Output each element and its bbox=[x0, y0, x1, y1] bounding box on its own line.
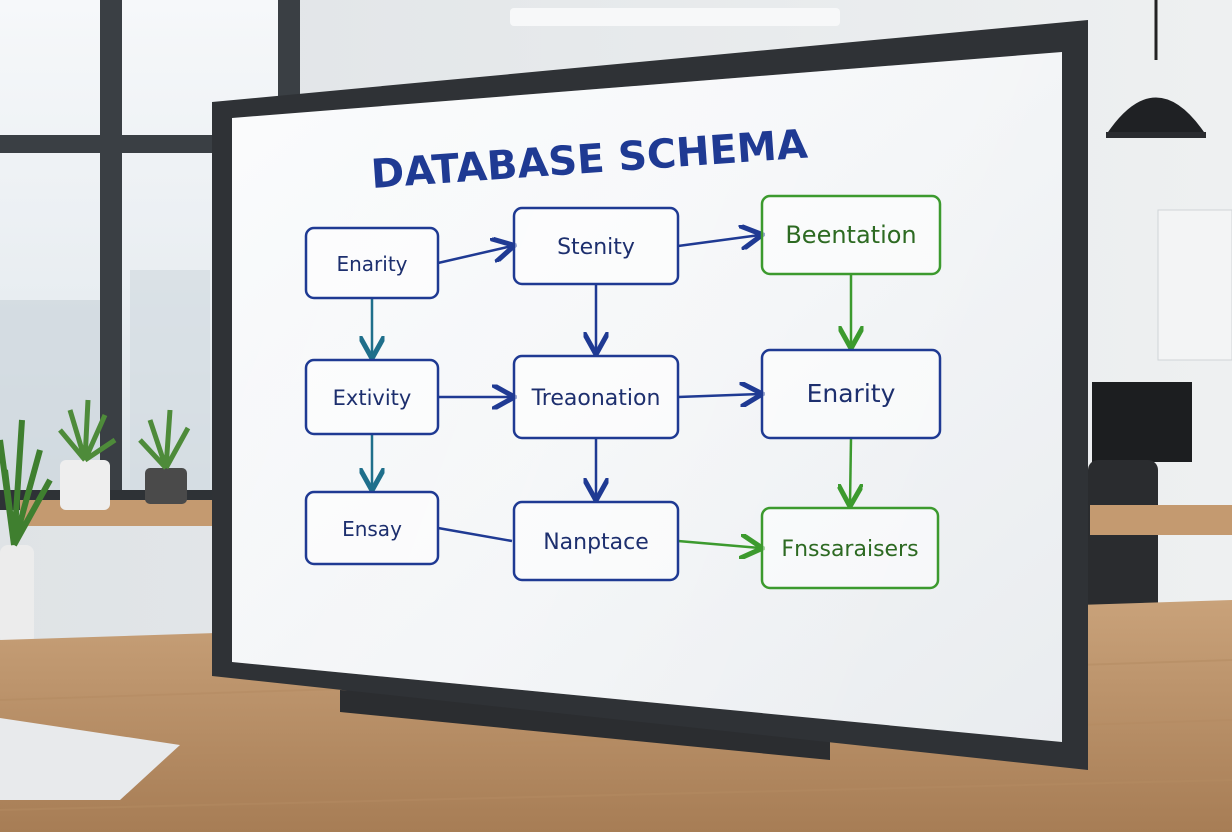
edge-n7-n8 bbox=[437, 526, 513, 543]
node-label: Nanptace bbox=[543, 530, 649, 555]
edge-n8-n9 bbox=[677, 541, 760, 548]
pendant-lamp-icon bbox=[1106, 0, 1206, 138]
node-box bbox=[304, 226, 440, 300]
plant-icon bbox=[0, 419, 53, 645]
node-label: Fnssaraisers bbox=[781, 537, 918, 562]
window-sill bbox=[20, 500, 220, 526]
schema-node-n1: Enarity bbox=[304, 226, 440, 300]
node-box bbox=[760, 348, 942, 440]
schema-node-n5: Treaonation bbox=[512, 354, 680, 440]
laptop bbox=[0, 718, 180, 800]
node-box bbox=[512, 206, 680, 286]
schema-node-n4: Extivity bbox=[304, 358, 440, 436]
edge-n6-n9 bbox=[850, 437, 851, 504]
wall-poster bbox=[1157, 209, 1232, 361]
plant-icon bbox=[58, 399, 117, 510]
background-desk bbox=[1090, 505, 1232, 535]
node-label: Stenity bbox=[557, 235, 635, 260]
node-box bbox=[512, 354, 680, 440]
node-label: Enarity bbox=[807, 379, 896, 408]
background-monitor bbox=[1092, 382, 1192, 462]
schema-node-n9: Fnssaraisers bbox=[760, 506, 940, 590]
node-box bbox=[512, 500, 680, 582]
node-label: Ensay bbox=[342, 517, 402, 541]
office-chair bbox=[1088, 460, 1158, 630]
node-label: Beentation bbox=[785, 221, 916, 249]
schema-node-n2: Stenity bbox=[512, 206, 680, 286]
plant-icon bbox=[138, 409, 191, 504]
node-label: Enarity bbox=[336, 252, 407, 276]
edge-n1-n2 bbox=[437, 246, 512, 265]
schema-node-n3: Beentation bbox=[760, 194, 942, 276]
schema-node-n7: Ensay bbox=[304, 490, 440, 566]
node-box bbox=[304, 490, 440, 566]
edge-n2-n3 bbox=[677, 235, 760, 246]
node-box bbox=[760, 506, 940, 590]
node-label: Extivity bbox=[333, 386, 412, 410]
schema-node-n8: Nanptace bbox=[512, 500, 680, 582]
node-box bbox=[304, 358, 440, 436]
schema-node-n6: Enarity bbox=[760, 348, 942, 440]
node-box bbox=[760, 194, 942, 276]
ceiling-light bbox=[510, 8, 840, 26]
node-label: Treaonation bbox=[531, 386, 661, 411]
edge-n5-n6 bbox=[677, 394, 760, 397]
